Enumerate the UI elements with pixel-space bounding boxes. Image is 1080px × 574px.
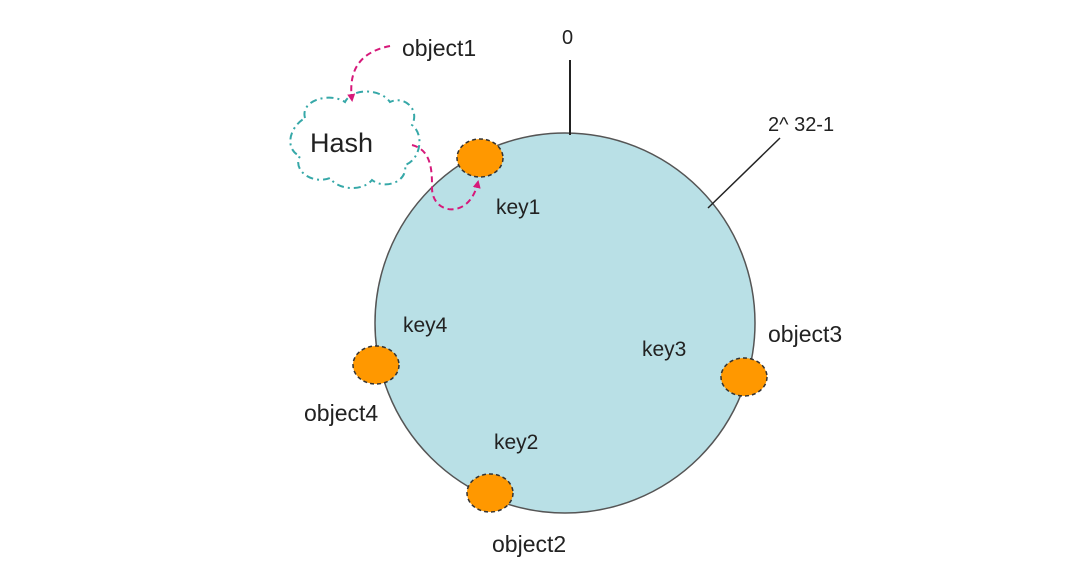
hash-ring — [374, 132, 756, 514]
key3-label: key3 — [642, 338, 686, 361]
key1-label: key1 — [496, 196, 540, 219]
object2-label: object2 — [492, 531, 566, 557]
object3-label: object3 — [768, 321, 842, 347]
hash-to-key1-arrow — [411, 144, 481, 211]
node-key1 — [456, 138, 504, 178]
max-value-label: 2^ 32-1 — [768, 114, 834, 136]
key2-label: key2 — [494, 431, 538, 454]
key4-label: key4 — [403, 314, 448, 337]
node-object3 — [720, 357, 768, 397]
max-leader-line — [707, 137, 781, 209]
object4-label: object4 — [304, 400, 378, 426]
object1-label: object1 — [402, 35, 476, 61]
zero-label: 0 — [562, 27, 573, 49]
node-object4 — [352, 345, 400, 385]
node-object2 — [466, 473, 514, 513]
hash-label: Hash — [310, 128, 373, 158]
